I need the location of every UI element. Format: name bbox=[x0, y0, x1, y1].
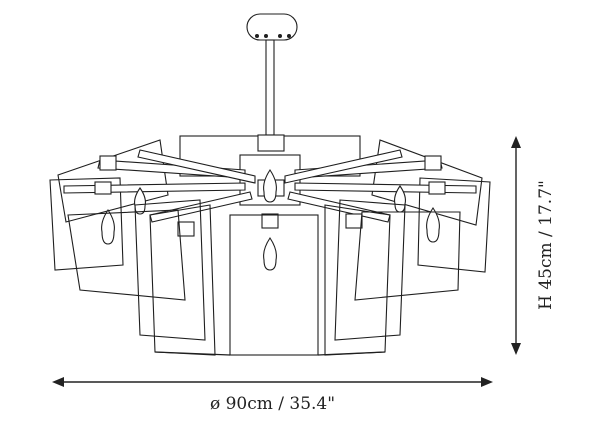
chandelier-arms bbox=[63, 149, 477, 237]
bulb-center-low bbox=[263, 237, 277, 271]
suspension-rod bbox=[265, 39, 275, 136]
front-glass-panels bbox=[67, 199, 461, 356]
ceiling-canopy bbox=[246, 13, 298, 41]
bulb-center-top bbox=[263, 169, 277, 203]
candle-bulbs bbox=[101, 169, 440, 271]
width-dimension-label: ø 90cm / 35.4" bbox=[209, 394, 336, 414]
bulb-right bbox=[426, 207, 440, 243]
bulb-left-inner bbox=[134, 187, 146, 215]
width-dimension-arrow bbox=[52, 377, 493, 387]
height-dimension-label: H 45cm / 17.7" bbox=[536, 180, 556, 310]
height-dimension-arrow bbox=[511, 136, 521, 355]
bulb-left bbox=[101, 209, 115, 245]
